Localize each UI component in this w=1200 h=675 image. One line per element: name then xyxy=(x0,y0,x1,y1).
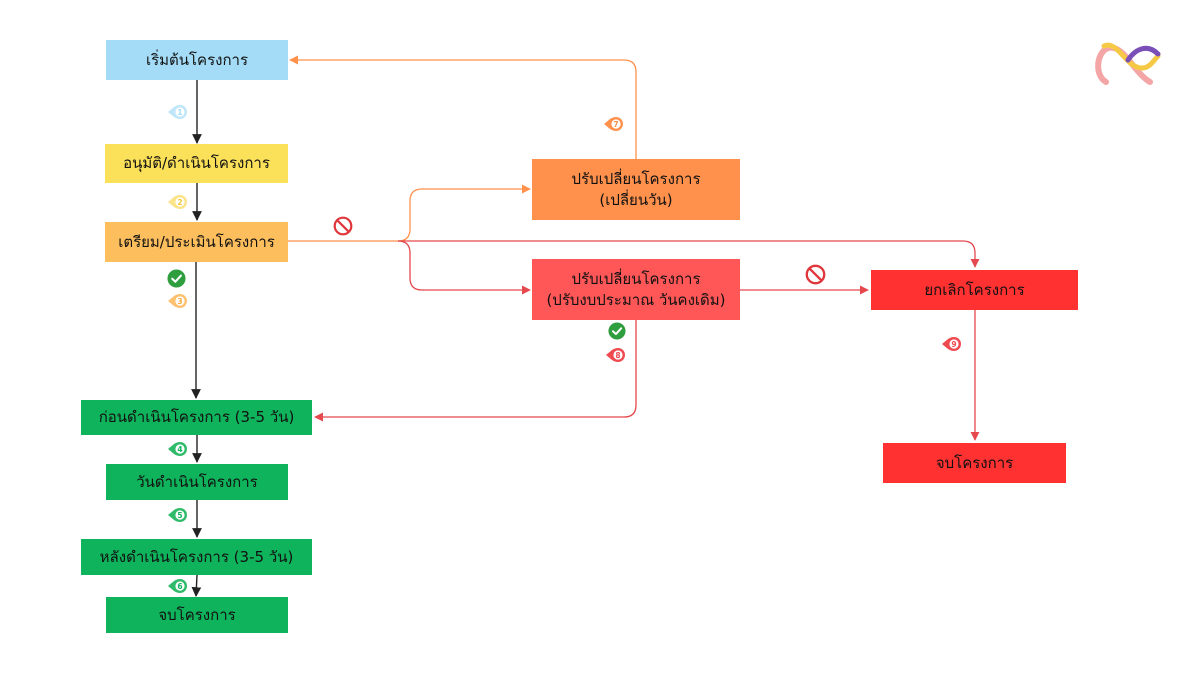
node-approve: อนุมัติ/ดำเนินโครงการ xyxy=(105,144,288,183)
step-3-label: 3 xyxy=(177,297,182,306)
edge-prepare-cancel xyxy=(398,240,980,268)
node-start-label: เริ่มต้นโครงการ xyxy=(145,50,249,69)
node-day-label: วันดำเนินโครงการ xyxy=(136,472,258,491)
step-pin-icon: 6 xyxy=(168,579,187,593)
step-pin-icon: 2 xyxy=(168,195,187,209)
node-change-date: ปรับเปลี่ยนโครงการ (เปลี่ยนวัน) xyxy=(532,159,740,220)
step-pin-icon: 5 xyxy=(168,508,187,522)
step-7-label: 7 xyxy=(613,120,618,129)
node-before-label: ก่อนดำเนินโครงการ (3-5 วัน) xyxy=(98,408,295,426)
node-change-date-line2: (เปลี่ยนวัน) xyxy=(599,190,673,209)
step-6-label: 6 xyxy=(177,582,182,591)
alpha-logo-icon xyxy=(1095,42,1161,85)
step-1-label: 1 xyxy=(177,108,182,117)
edge-after-end xyxy=(191,574,202,597)
node-after-label: หลังดำเนินโครงการ (3-5 วัน) xyxy=(99,547,294,566)
edge-change-date-start xyxy=(289,55,637,159)
step-pin-icon: 7 xyxy=(604,117,623,131)
node-prepare: เตรียม/ประเมินโครงการ xyxy=(105,222,288,262)
step-pin-icon: 9 xyxy=(942,337,961,351)
no-entry-icon xyxy=(333,216,353,236)
check-circle-icon xyxy=(608,322,626,340)
node-approve-label: อนุมัติ/ดำเนินโครงการ xyxy=(123,154,270,172)
step-4-label: 4 xyxy=(177,445,182,454)
node-end-left: จบโครงการ xyxy=(106,597,288,633)
step-8-label: 8 xyxy=(615,351,620,360)
node-end-left-label: จบโครงการ xyxy=(158,605,236,624)
step-2-label: 2 xyxy=(177,198,182,207)
node-change-budget-line1: ปรับเปลี่ยนโครงการ xyxy=(571,269,701,288)
node-after: หลังดำเนินโครงการ (3-5 วัน) xyxy=(81,539,312,575)
node-cancel: ยกเลิกโครงการ xyxy=(871,270,1078,310)
edge-prepare-change-budget xyxy=(397,240,531,295)
step-pin-icon: 3 xyxy=(168,294,187,308)
step-9-label: 9 xyxy=(951,340,956,349)
node-end-right-label: จบโครงการ xyxy=(935,453,1014,472)
node-start: เริ่มต้นโครงการ xyxy=(106,40,288,80)
node-cancel-label: ยกเลิกโครงการ xyxy=(924,280,1025,299)
node-change-date-line1: ปรับเปลี่ยนโครงการ xyxy=(571,169,701,188)
step-pin-icon: 4 xyxy=(168,442,187,456)
no-entry-icon xyxy=(805,264,826,285)
edge-change-budget-before xyxy=(314,320,637,422)
check-circle-icon xyxy=(167,269,186,288)
step-pin-icon: 8 xyxy=(606,348,625,362)
step-pin-icon: 1 xyxy=(168,105,187,119)
step-5-label: 5 xyxy=(177,511,182,520)
node-before: ก่อนดำเนินโครงการ (3-5 วัน) xyxy=(81,400,312,435)
node-prepare-label: เตรียม/ประเมินโครงการ xyxy=(118,232,275,251)
edge-prepare-change-date xyxy=(288,184,531,242)
node-end-right: จบโครงการ xyxy=(883,443,1066,483)
node-change-budget-line2: (ปรับงบประมาณ วันคงเดิม) xyxy=(546,290,726,309)
node-change-budget: ปรับเปลี่ยนโครงการ (ปรับงบประมาณ วันคงเด… xyxy=(532,259,740,320)
node-day: วันดำเนินโครงการ xyxy=(106,464,288,500)
